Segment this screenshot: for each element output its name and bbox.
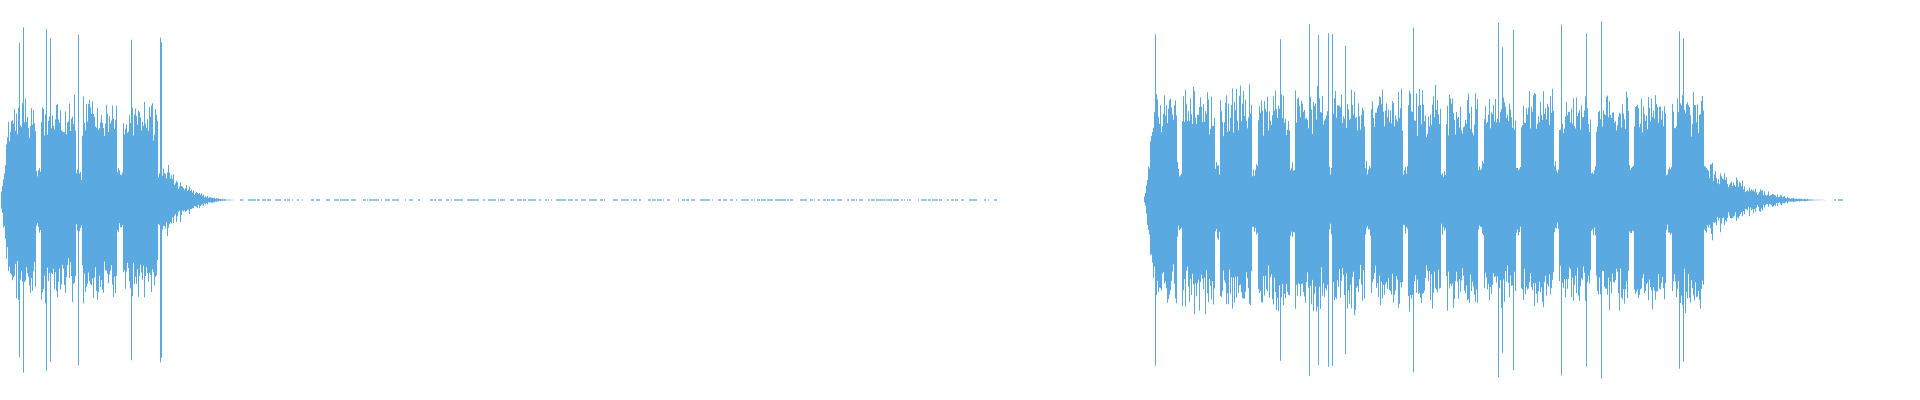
waveform-path (1, 21, 1826, 379)
waveform-samples (1, 21, 1826, 379)
